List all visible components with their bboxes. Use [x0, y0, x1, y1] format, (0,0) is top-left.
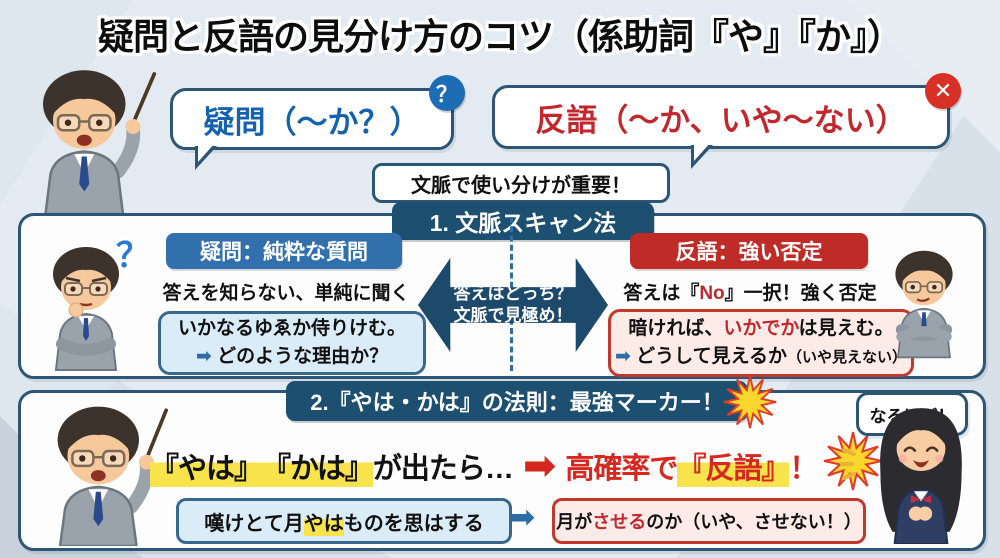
modern-translation-pre: 月が	[556, 512, 593, 532]
gimon-label: 疑問（〜か？）	[203, 104, 421, 140]
section1-header: 1. 文脈スキャン法	[392, 202, 654, 240]
hango-desc-pre: 答えは『	[623, 283, 700, 304]
girl-illustration	[880, 408, 962, 546]
big-red-arrow-icon: ➡	[522, 444, 557, 488]
hango-example-highlight: いかでか	[723, 318, 799, 340]
teacher-character-thinking	[26, 236, 146, 379]
sparkle-icon	[840, 448, 856, 480]
modern-translation-post: のか（いや、させない！）	[646, 512, 862, 532]
gimon-translation-text: どのような理由か？	[217, 346, 389, 367]
arrow-icon: ➡	[614, 346, 637, 367]
center-question-line2: 文脈で見極め！	[453, 306, 573, 325]
teacher-character-pointing	[12, 64, 164, 219]
teacher-character-pointing-bottom	[24, 398, 180, 551]
hango-example-box: 暗ければ、いかでかは見えむ。 ➡ どうして見えるか（いや見えない）	[608, 309, 914, 377]
context-note: 文脈で使い分けが重要！	[372, 163, 670, 203]
rule-tail-text: が出たら…	[372, 453, 514, 485]
teacher-illustration	[57, 406, 168, 548]
rule-result-post: ！	[789, 453, 818, 485]
hango-example-post: は見えむ。	[798, 318, 894, 340]
cross-badge-icon: ✕	[925, 73, 961, 109]
hango-label: 反語（〜か、いや〜ない）	[535, 102, 907, 138]
center-question-line1: 答えはどっち？	[453, 283, 573, 303]
question-badge-icon: ？	[429, 75, 465, 111]
rule-yaha-highlight: 『やは』	[150, 445, 263, 487]
bubble-tail	[694, 142, 711, 161]
bubble-tail	[198, 143, 215, 162]
hango-translation-text: どうして見えるか	[636, 346, 788, 367]
hango-speech-bubble: 反語（〜か、いや〜ない） ✕	[492, 73, 961, 169]
modern-translation-highlight: させる	[592, 512, 647, 532]
gimon-description: 答えを知らない、単純に聞く	[162, 283, 410, 304]
starburst-icon	[723, 375, 777, 429]
rule-kaha-highlight: 『かは』	[262, 445, 374, 487]
classic-example-post: ものを思はする	[343, 512, 484, 535]
hango-example-pre: 暗ければ、	[628, 318, 724, 340]
section2-header: 2.『やは・かは』の法則：最強マーカー！	[286, 381, 748, 421]
teacher-illustration	[43, 70, 157, 216]
gimon-translation-line: ➡ どのような理由か？	[196, 343, 388, 371]
arrow-icon: ➡	[195, 346, 218, 367]
blue-arrow-icon: ➡	[510, 501, 536, 534]
girl-student-character	[860, 402, 982, 549]
hango-translation-line: ➡ どうして見えるか（いや見えない）	[615, 343, 907, 371]
thinking-question-mark: ？	[116, 237, 150, 275]
modern-translation-box: 月がさせるのか（いや、させない！）	[552, 498, 866, 544]
classic-example-highlight: やは	[303, 506, 344, 536]
hango-description: 答えは『No』一択！強く否定	[604, 278, 896, 305]
hango-desc-no: No	[699, 283, 725, 304]
gimon-speech-bubble: 疑問（〜か？） ？	[170, 75, 465, 170]
hango-translation-paren: （いや見えない）	[787, 349, 908, 366]
teacher-illustration	[895, 250, 953, 359]
hango-column-header: 反語：強い否定	[630, 233, 868, 269]
classic-example-pre: 嘆けとて月	[204, 512, 304, 535]
rule-result-highlight: 『反語』	[677, 445, 790, 487]
rule-statement: 『やは』『かは』が出たら…➡高確率で『反語』！	[150, 441, 818, 491]
page-title: 疑問と反語の見分け方のコツ（係助詞『や』『か』）	[97, 16, 903, 57]
teacher-illustration	[53, 247, 119, 371]
classic-example-box: 嘆けとて月やはものを思はする	[176, 498, 512, 544]
hango-desc-post: 』一択！強く否定	[724, 283, 877, 304]
teacher-character-crossed-arms	[872, 230, 976, 377]
hango-example-line: 暗ければ、いかでかは見えむ。	[628, 315, 893, 343]
gimon-column-header: 疑問：純粋な質問	[166, 233, 402, 269]
gimon-example-box: いかなるゆゑか侍りけむ。 ➡ どのような理由か？	[158, 311, 426, 375]
rule-result-pre: 高確率で	[565, 453, 678, 485]
gimon-example-line: いかなるゆゑか侍りけむ。	[177, 318, 406, 340]
